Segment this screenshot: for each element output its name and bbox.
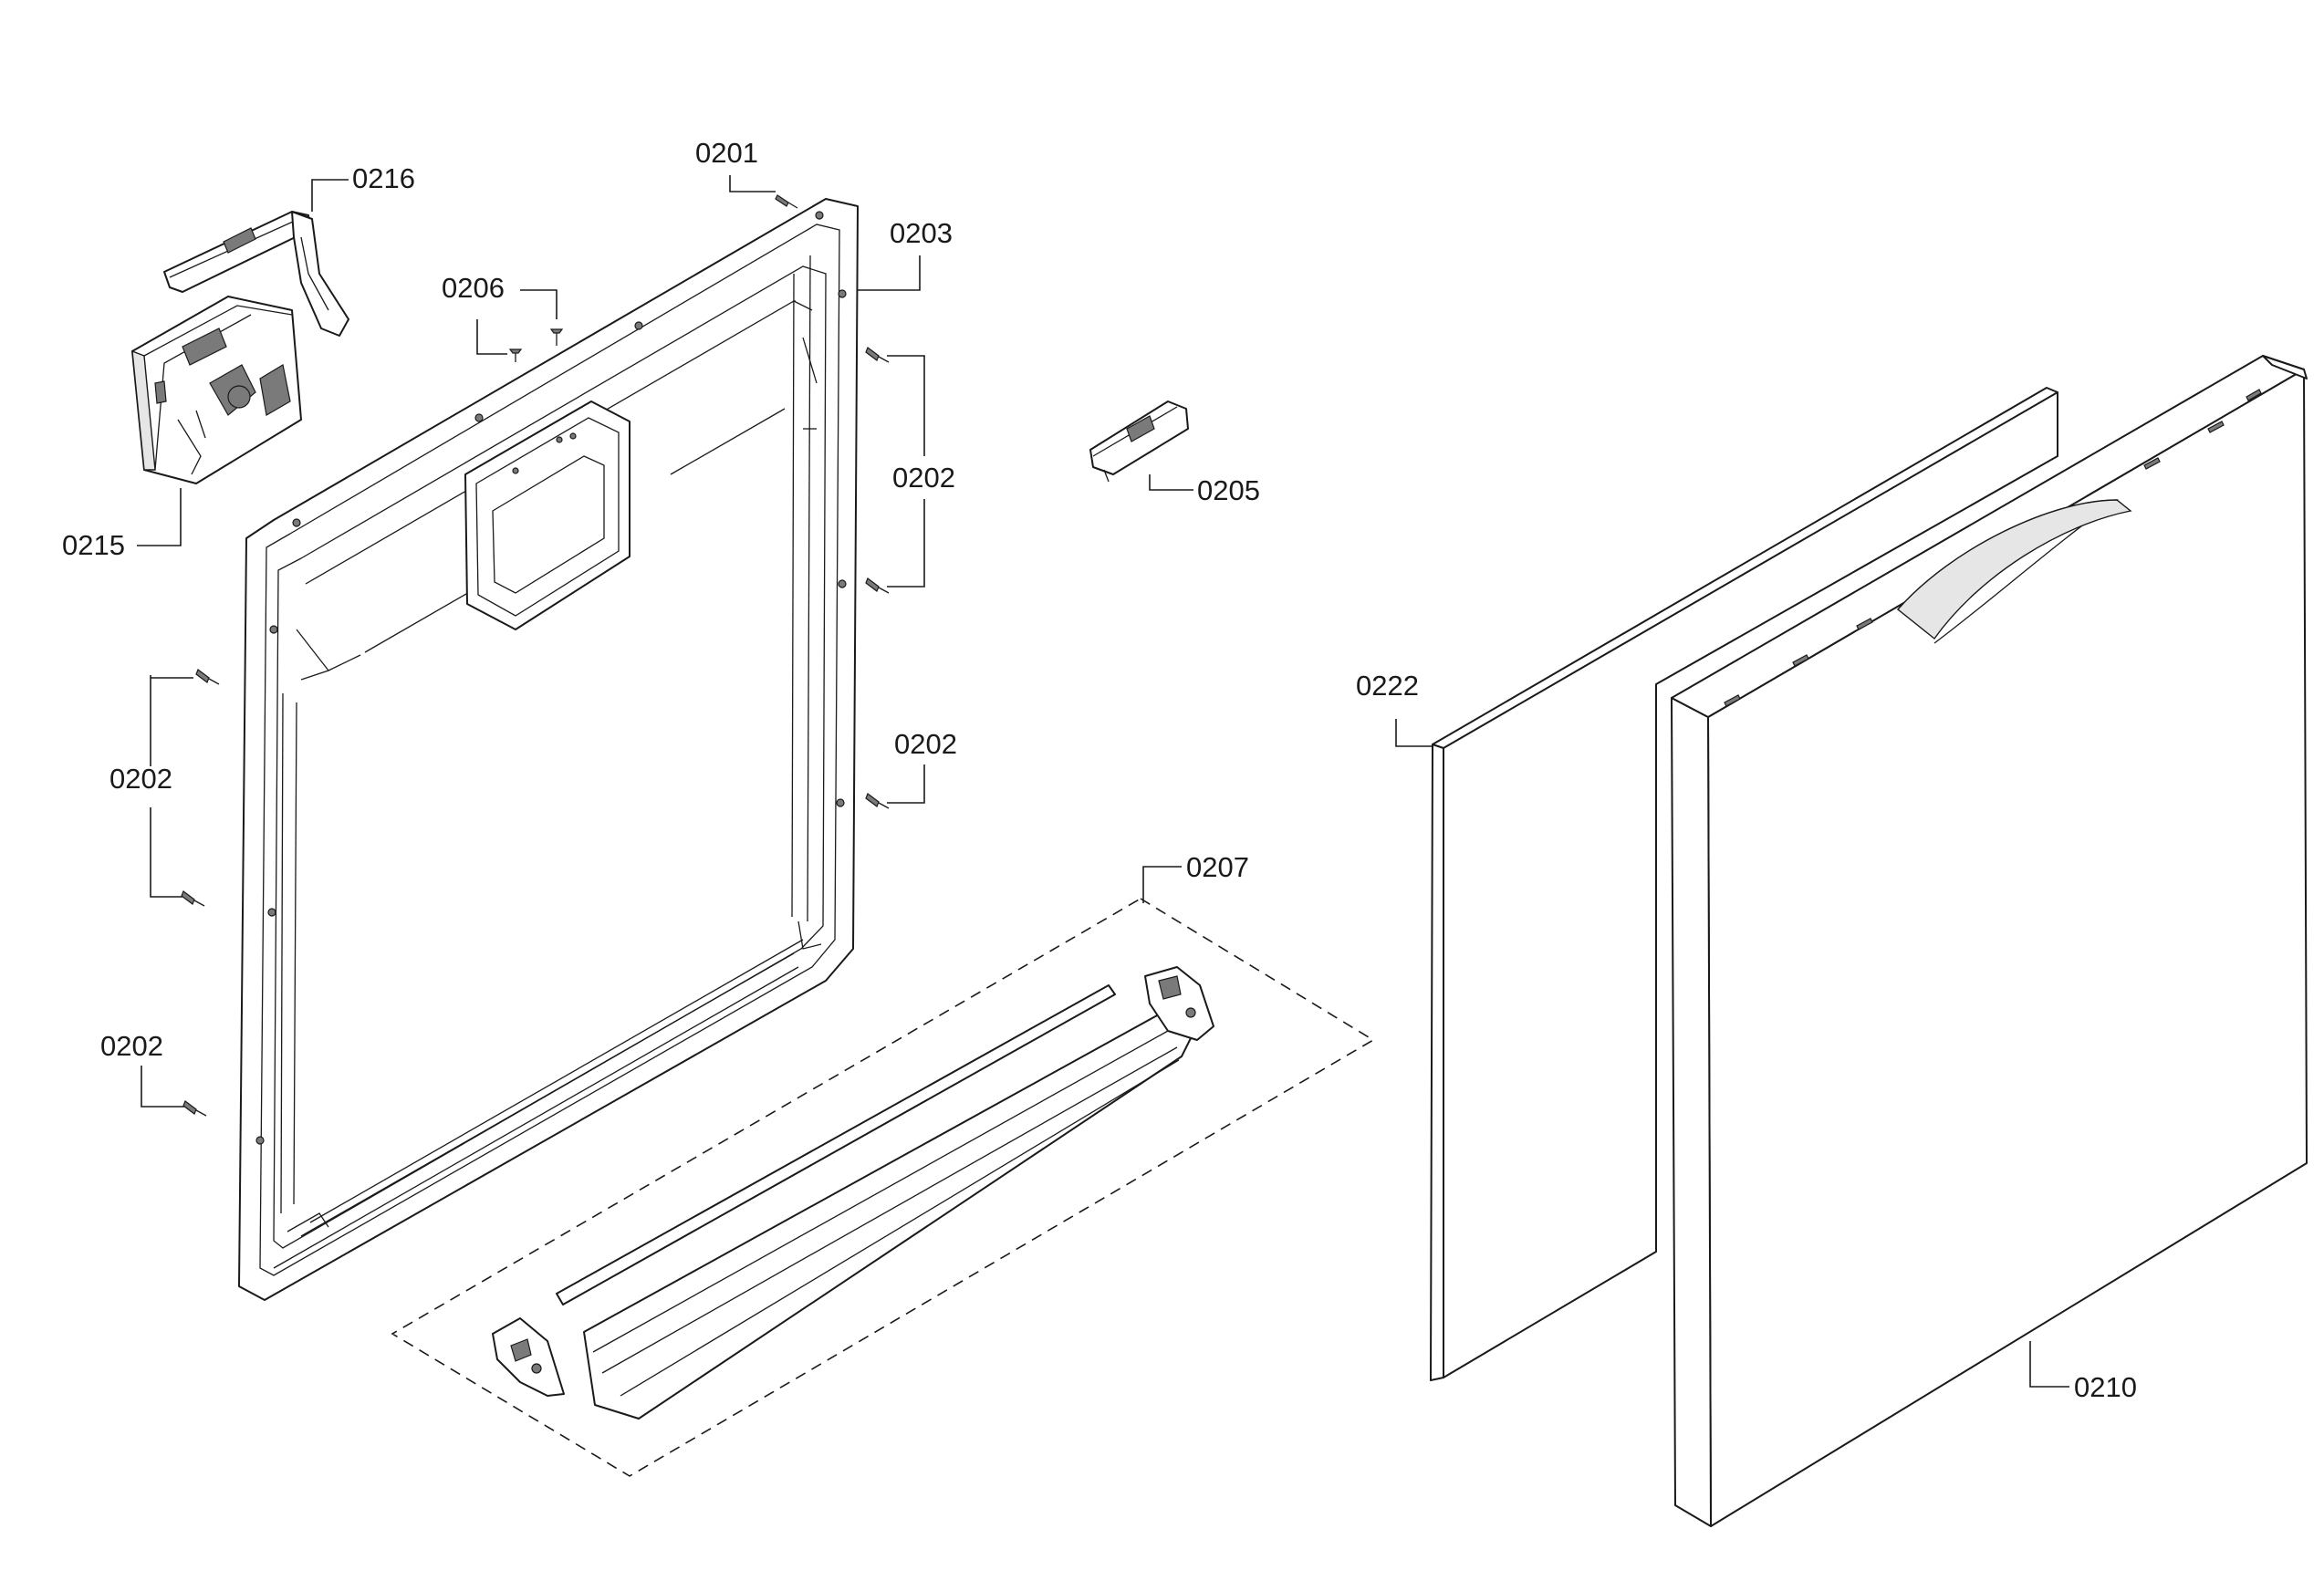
label-0202-left-mid: 0202 bbox=[109, 763, 172, 795]
screw-0206-a bbox=[508, 348, 523, 362]
hinge-kit-0207 bbox=[391, 898, 1375, 1477]
screw-0202-left-low bbox=[182, 1100, 207, 1117]
label-0202-right-low: 0202 bbox=[894, 728, 957, 760]
label-0215: 0215 bbox=[62, 529, 125, 561]
screw-0202-right-mid bbox=[865, 577, 890, 594]
screw-0202-right-low bbox=[865, 793, 890, 809]
label-0202-right-top: 0202 bbox=[892, 462, 955, 494]
label-0203: 0203 bbox=[890, 217, 953, 249]
clip-0205 bbox=[1089, 400, 1189, 483]
label-0207: 0207 bbox=[1186, 851, 1249, 883]
screw-0206-b bbox=[549, 328, 564, 346]
label-0210: 0210 bbox=[2074, 1371, 2137, 1403]
screw-0202-right-top bbox=[865, 347, 890, 363]
label-0206: 0206 bbox=[442, 272, 505, 304]
inner-door-panel bbox=[238, 198, 859, 1301]
screw-0202-left-top bbox=[195, 669, 220, 685]
label-0201: 0201 bbox=[695, 137, 758, 169]
outer-panel-0222 bbox=[1430, 387, 2058, 1381]
label-0205: 0205 bbox=[1197, 474, 1260, 506]
handle-panel-0210 bbox=[1671, 355, 2308, 1527]
screw-0202-left-mid bbox=[181, 890, 205, 907]
leader-lines bbox=[137, 175, 2069, 1388]
hinge-lever-0216 bbox=[163, 211, 349, 337]
screw-0201 bbox=[775, 194, 798, 209]
door-latch-0215 bbox=[131, 296, 302, 484]
label-0222: 0222 bbox=[1356, 670, 1419, 702]
label-0216: 0216 bbox=[352, 162, 415, 194]
label-0202-left-low: 0202 bbox=[100, 1030, 163, 1062]
part-labels: 0201 0216 0203 0206 0202 0202 0202 0202 … bbox=[62, 137, 2137, 1403]
